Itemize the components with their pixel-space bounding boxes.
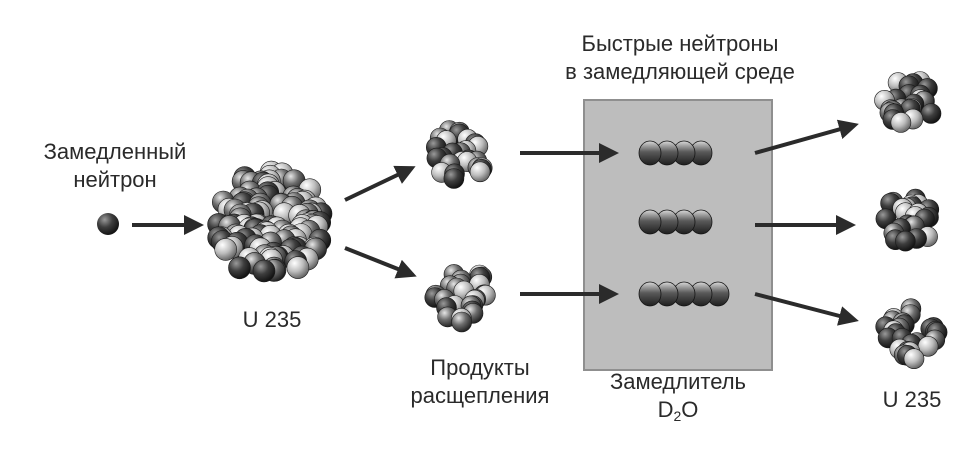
nucleon	[890, 112, 912, 133]
nucleon	[443, 168, 465, 189]
fast-neutrons-line2: в замедляющей среде	[565, 59, 795, 84]
fission-product-top	[425, 120, 493, 189]
moderator-label: Замедлитель D2O	[585, 368, 771, 430]
output-nucleus-bottom	[875, 298, 948, 370]
arrow-to-product-top	[344, 165, 416, 202]
nucleon	[451, 311, 473, 333]
moderator-block	[583, 99, 773, 371]
neutron	[638, 281, 662, 307]
neutron-group-bottom	[638, 281, 730, 307]
moderator-formula-o: O	[681, 397, 699, 422]
nucleon	[214, 238, 237, 261]
slow-neutron	[97, 213, 119, 235]
nucleon	[228, 256, 251, 280]
neutron	[638, 209, 662, 235]
fast-neutrons-label: Быстрые нейтроны в замедляющей среде	[520, 30, 840, 86]
arrow-to-output-top	[754, 119, 859, 155]
nucleon	[903, 348, 925, 370]
uranium-235-nucleus	[207, 160, 333, 283]
nucleon	[252, 259, 276, 283]
moderator-formula: D2O	[585, 396, 771, 430]
slow-neutron-label-line1: Замедленный	[43, 139, 187, 164]
moderator-label-line1: Замедлитель	[610, 369, 746, 394]
neutron-group-middle	[638, 209, 713, 235]
fission-products-label: Продукты расщепления	[395, 354, 565, 410]
moderator-formula-sub: 2	[673, 408, 682, 424]
u235-left-label: U 235	[242, 307, 302, 332]
arrow-to-output-bottom	[754, 292, 859, 326]
arrow-to-product-bottom	[344, 246, 417, 279]
u235-right-label: U 235	[882, 387, 942, 412]
nucleon	[920, 103, 942, 124]
fission-product-bottom	[424, 264, 496, 333]
neutron	[638, 140, 662, 166]
fission-products-line2: расщепления	[410, 383, 550, 408]
slow-neutron-label: Замедленный нейтрон	[20, 138, 210, 194]
nucleon	[286, 256, 310, 279]
output-nucleus-middle	[875, 188, 940, 252]
neutron-group-top	[638, 140, 713, 166]
output-nucleus-top	[874, 71, 942, 133]
slow-neutron-label-line2: нейтрон	[73, 167, 157, 192]
fast-neutrons-line1: Быстрые нейтроны	[581, 31, 779, 56]
fission-products-line1: Продукты	[430, 355, 530, 380]
moderator-formula-d: D	[657, 397, 674, 422]
nucleon	[469, 161, 491, 183]
nucleon	[895, 230, 916, 252]
